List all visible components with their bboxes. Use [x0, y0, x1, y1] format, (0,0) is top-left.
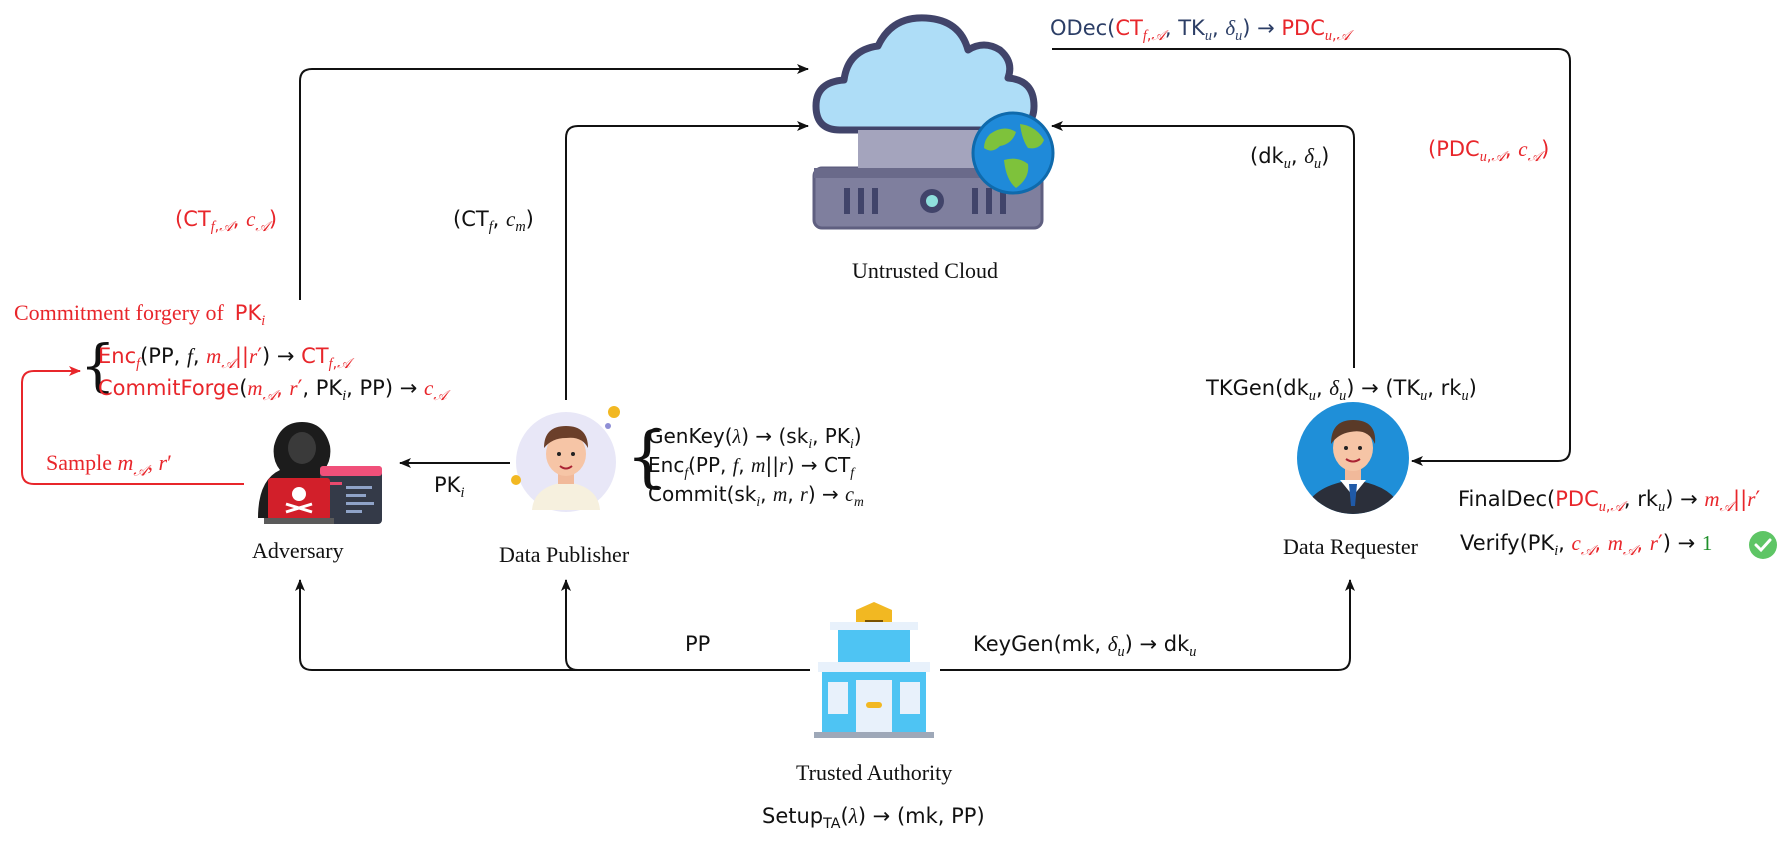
edge-authority-to-adversary [295, 579, 810, 671]
label-odec: ODec(CTf,𝒜, TKu, δu) → PDCu,𝒜 [1050, 16, 1351, 45]
label-pk: PKi [434, 473, 465, 502]
edge-adversary-to-cloud [299, 64, 809, 300]
pub-enc: Encf(PP, f, m||r) → CTf [648, 453, 854, 480]
label-pub-to-cloud: (CTf, cm) [453, 207, 534, 236]
authority-title: Trusted Authority [796, 760, 953, 785]
globe-icon [970, 110, 1056, 196]
check-icon [1748, 530, 1778, 560]
requester-avatar-icon [1296, 400, 1410, 520]
edge-requester-to-cloud [1051, 121, 1355, 368]
cloud-title: Untrusted Cloud [852, 258, 999, 283]
pub-genkey: GenKey(λ) → (ski, PKi) [648, 424, 862, 451]
label-req-to-cloud: (dku, δu) [1250, 144, 1330, 173]
building-icon [808, 600, 940, 740]
label-adv-to-cloud: (CTf,𝒜, c𝒜) [175, 207, 278, 236]
requester-title: Data Requester [1283, 534, 1418, 559]
setup: SetupTA(λ) → (mk, PP) [762, 804, 985, 833]
label-keygen: KeyGen(mk, δu) → dku [973, 632, 1197, 661]
publisher-brace: { [626, 418, 668, 495]
verify: Verify(PKi, c𝒜, m𝒜, r′) → 1 [1460, 531, 1713, 560]
edge-authority-to-requester [940, 579, 1355, 671]
adv-commit: CommitForge(m𝒜, r′, PKi, PP) → c𝒜 [98, 376, 447, 405]
forgery-title: Commitment forgery of PKi [14, 300, 266, 330]
tkgen: TKGen(dku, δu) → (TKu, rku) [1206, 376, 1477, 405]
adv-enc: Encf(PP, f, m𝒜||r′) → CTf,𝒜 [98, 344, 351, 373]
pub-commit: Commit(ski, m, r) → cm [648, 482, 864, 509]
sample-label: Sample m𝒜, r′ [46, 450, 172, 480]
label-pp: PP [685, 632, 711, 656]
adversary-title: Adversary [252, 538, 344, 563]
publisher-title: Data Publisher [499, 542, 630, 567]
cloud-server-icon [808, 10, 1058, 240]
edge-authority-to-publisher [561, 579, 579, 671]
label-cloud-to-req: (PDCu,𝒜, c𝒜) [1428, 137, 1550, 166]
finaldec: FinalDec(PDCu,𝒜, rku) → m𝒜||r′ [1458, 487, 1761, 516]
edge-publisher-to-cloud [565, 121, 809, 400]
hacker-icon [244, 418, 384, 530]
edge-forgery-loop [21, 366, 244, 485]
edge-cloud-to-requester [1052, 48, 1571, 466]
adversary-brace: { [80, 334, 116, 399]
publisher-avatar-icon [508, 400, 620, 524]
